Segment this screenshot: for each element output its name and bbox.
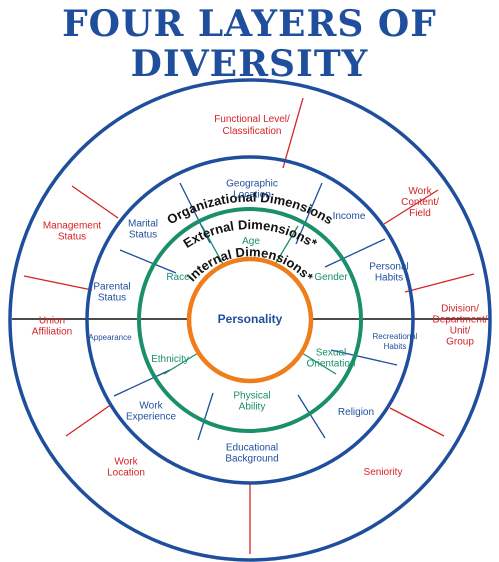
- label-line: Background: [225, 454, 278, 465]
- label-line: Ethnicity: [151, 354, 189, 365]
- label-line: Race: [166, 272, 190, 283]
- label-line: Seniority: [364, 467, 403, 478]
- divider-int-1: [201, 225, 225, 267]
- label-line: Work: [139, 401, 163, 412]
- label-line: Income: [333, 211, 366, 222]
- label-line: Geographic: [226, 179, 278, 190]
- org-seniority: Seniority: [364, 467, 403, 478]
- label-line: Work: [114, 457, 138, 468]
- title-line-2: DIVERSITY: [130, 43, 369, 85]
- ext-income: Income: [333, 211, 366, 222]
- label-line: Ability: [239, 402, 266, 413]
- label-line: Union: [39, 316, 65, 327]
- org-division: Division/Department/Unit/Group: [432, 304, 487, 348]
- personality-ring: [186, 256, 314, 384]
- label-line: Status: [129, 230, 157, 241]
- label-line: Classification: [223, 126, 282, 137]
- label-line: Experience: [126, 412, 176, 423]
- organizational-ring-inner: [85, 155, 415, 485]
- int-gender: Gender: [314, 272, 348, 283]
- divider-ext-3: [324, 238, 386, 268]
- int-ethnicity: Ethnicity: [151, 354, 189, 365]
- ext-religion: Religion: [338, 407, 374, 418]
- label-line: Status: [98, 293, 126, 304]
- divider-org-8: [71, 185, 119, 219]
- label-line: Field: [409, 208, 431, 219]
- external-dividers: [113, 182, 398, 441]
- divider-int-4: [163, 352, 199, 375]
- label-line: Physical: [233, 391, 270, 402]
- label-line: Department/: [432, 315, 487, 326]
- label-line: Affiliation: [32, 327, 72, 338]
- int-age: Age: [242, 236, 260, 247]
- label-line: Appearance: [88, 333, 132, 342]
- label-line: Educational: [226, 443, 278, 454]
- label-line: Functional Level/: [214, 114, 290, 125]
- divider-org-1: [282, 97, 304, 169]
- personality-label: Personality: [218, 312, 283, 326]
- divider-int-2: [273, 225, 299, 267]
- label-line: Religion: [338, 407, 374, 418]
- divider-ext-5: [297, 394, 326, 439]
- internal-ring: [137, 207, 363, 433]
- label-line: Sexual: [316, 348, 347, 359]
- divider-ext-4: [330, 349, 398, 366]
- org-functional-level: Functional Level/Classification: [214, 114, 290, 137]
- divider-org-4: [389, 407, 445, 437]
- organizational-dividers: [23, 97, 475, 554]
- label-line: Personal: [369, 262, 408, 273]
- divider-org-3: [404, 273, 475, 293]
- label-line: Marital: [128, 219, 158, 230]
- divider-ext-1: [179, 182, 211, 244]
- label-line: Unit/: [450, 326, 471, 337]
- divider-ext-7: [113, 369, 171, 397]
- divider-org-7: [23, 275, 93, 291]
- divider-ext-6: [197, 392, 214, 441]
- internal-dividers: [163, 225, 337, 375]
- label-line: Habits: [384, 342, 407, 351]
- label-line: Gender: [314, 272, 348, 283]
- divider-int-3: [301, 352, 337, 375]
- divider-org-2: [383, 189, 439, 225]
- label-line: Orientation: [307, 359, 356, 370]
- label-line: Management: [43, 221, 102, 232]
- divider-ext-8: [119, 249, 177, 274]
- int-race: Race: [166, 272, 190, 283]
- label-line: Recreational: [373, 332, 418, 341]
- label-line: Work: [408, 186, 432, 197]
- title-line-1: FOUR LAYERS OF: [62, 3, 437, 45]
- label-line: Age: [242, 236, 260, 247]
- ext-appearance: Appearance: [88, 333, 132, 342]
- label-line: Group: [446, 337, 474, 348]
- label-line: Location: [233, 190, 271, 201]
- label-line: Habits: [375, 273, 403, 284]
- divider-ext-2: [295, 182, 323, 245]
- label-line: Division/: [441, 304, 479, 315]
- label-line: Content/: [401, 197, 439, 208]
- outer-ring: [8, 78, 492, 562]
- label-line: Status: [58, 232, 86, 243]
- divider-org-6: [65, 403, 113, 437]
- label-line: Location: [107, 468, 145, 479]
- label-line: Parental: [93, 282, 130, 293]
